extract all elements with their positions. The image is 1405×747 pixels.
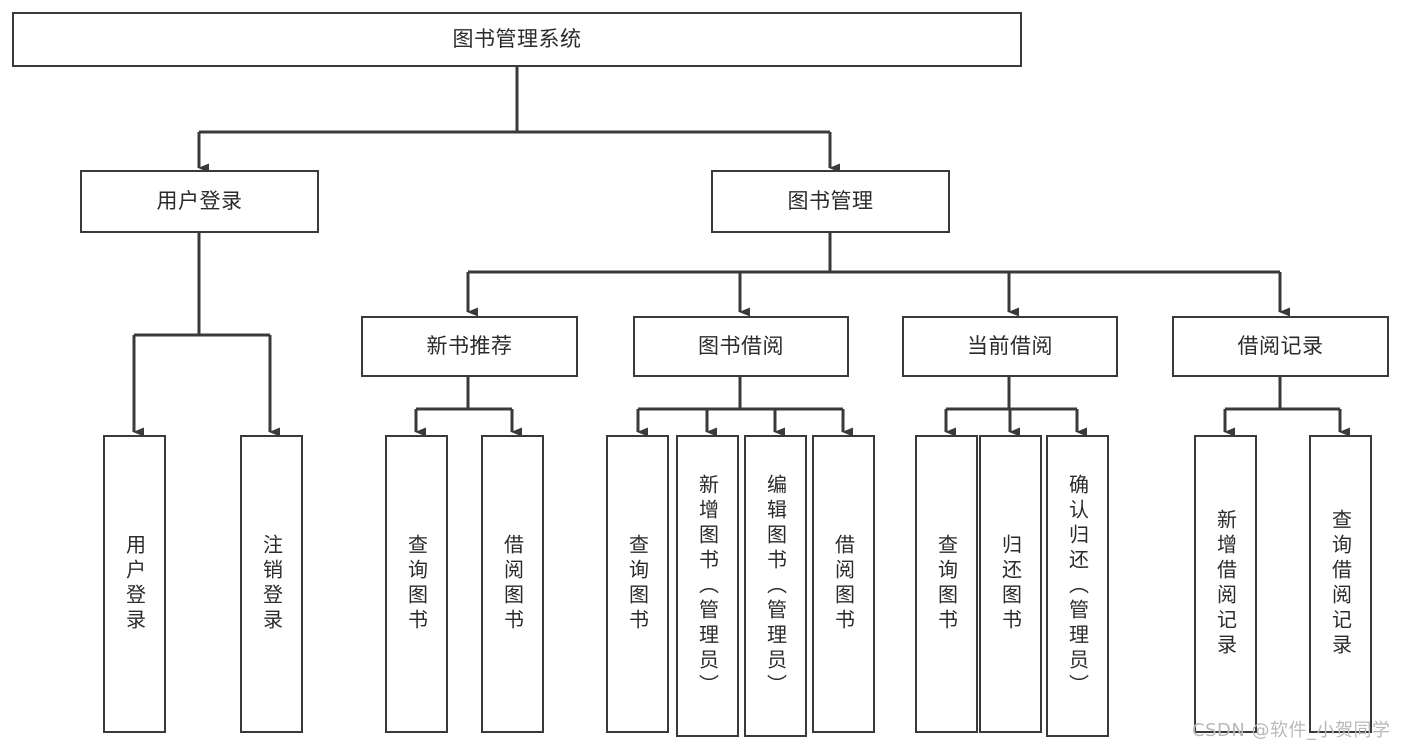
- node-leaf-add-book-label: 新增图书（管理员）: [695, 473, 720, 699]
- node-current-borrow-label: 当前借阅: [967, 334, 1053, 359]
- node-leaf-edit-book-label: 编辑图书（管理员）: [763, 473, 788, 699]
- watermark-label: CSDN @软件_小贺同学: [1192, 720, 1391, 741]
- node-borrow-record-label: 借阅记录: [1237, 334, 1324, 359]
- node-leaf-user-login-label: 用户登录: [122, 534, 147, 634]
- node-leaf-borrow-book-2[interactable]: 借阅图书: [812, 435, 875, 733]
- node-leaf-query-book-2-label: 查询图书: [625, 534, 650, 634]
- node-leaf-return-book-label: 归还图书: [998, 534, 1023, 634]
- node-current-borrow[interactable]: 当前借阅: [902, 316, 1118, 377]
- node-leaf-query-book-3[interactable]: 查询图书: [915, 435, 978, 733]
- node-leaf-query-book-2[interactable]: 查询图书: [606, 435, 669, 733]
- node-leaf-add-borrow-record[interactable]: 新增借阅记录: [1194, 435, 1257, 733]
- node-book-management-label: 图书管理: [787, 189, 874, 214]
- node-leaf-return-book[interactable]: 归还图书: [979, 435, 1042, 733]
- node-leaf-edit-book[interactable]: 编辑图书（管理员）: [744, 435, 807, 737]
- node-borrow-record[interactable]: 借阅记录: [1172, 316, 1389, 377]
- node-book-borrow[interactable]: 图书借阅: [633, 316, 849, 377]
- node-new-book-recommend-label: 新书推荐: [426, 334, 513, 359]
- node-root-label: 图书管理系统: [452, 27, 582, 52]
- node-leaf-add-book[interactable]: 新增图书（管理员）: [676, 435, 739, 737]
- node-leaf-user-login[interactable]: 用户登录: [103, 435, 166, 733]
- node-leaf-logout-login-label: 注销登录: [259, 534, 284, 634]
- node-leaf-borrow-book-1[interactable]: 借阅图书: [481, 435, 544, 733]
- node-leaf-query-book-3-label: 查询图书: [934, 534, 959, 634]
- node-leaf-confirm-return-label: 确认归还（管理员）: [1065, 473, 1090, 699]
- node-leaf-add-borrow-record-label: 新增借阅记录: [1213, 509, 1238, 659]
- node-user-login[interactable]: 用户登录: [80, 170, 319, 233]
- node-leaf-query-book-1[interactable]: 查询图书: [385, 435, 448, 733]
- node-book-borrow-label: 图书借阅: [698, 334, 784, 359]
- node-root[interactable]: 图书管理系统: [12, 12, 1022, 67]
- node-new-book-recommend[interactable]: 新书推荐: [361, 316, 578, 377]
- node-leaf-borrow-book-2-label: 借阅图书: [831, 534, 856, 634]
- node-leaf-query-borrow-record[interactable]: 查询借阅记录: [1309, 435, 1372, 733]
- node-leaf-confirm-return[interactable]: 确认归还（管理员）: [1046, 435, 1109, 737]
- node-leaf-query-book-1-label: 查询图书: [404, 534, 429, 634]
- node-user-login-label: 用户登录: [156, 189, 243, 214]
- node-leaf-logout-login[interactable]: 注销登录: [240, 435, 303, 733]
- node-leaf-borrow-book-1-label: 借阅图书: [500, 534, 525, 634]
- node-leaf-query-borrow-record-label: 查询借阅记录: [1328, 509, 1353, 659]
- node-book-management[interactable]: 图书管理: [711, 170, 950, 233]
